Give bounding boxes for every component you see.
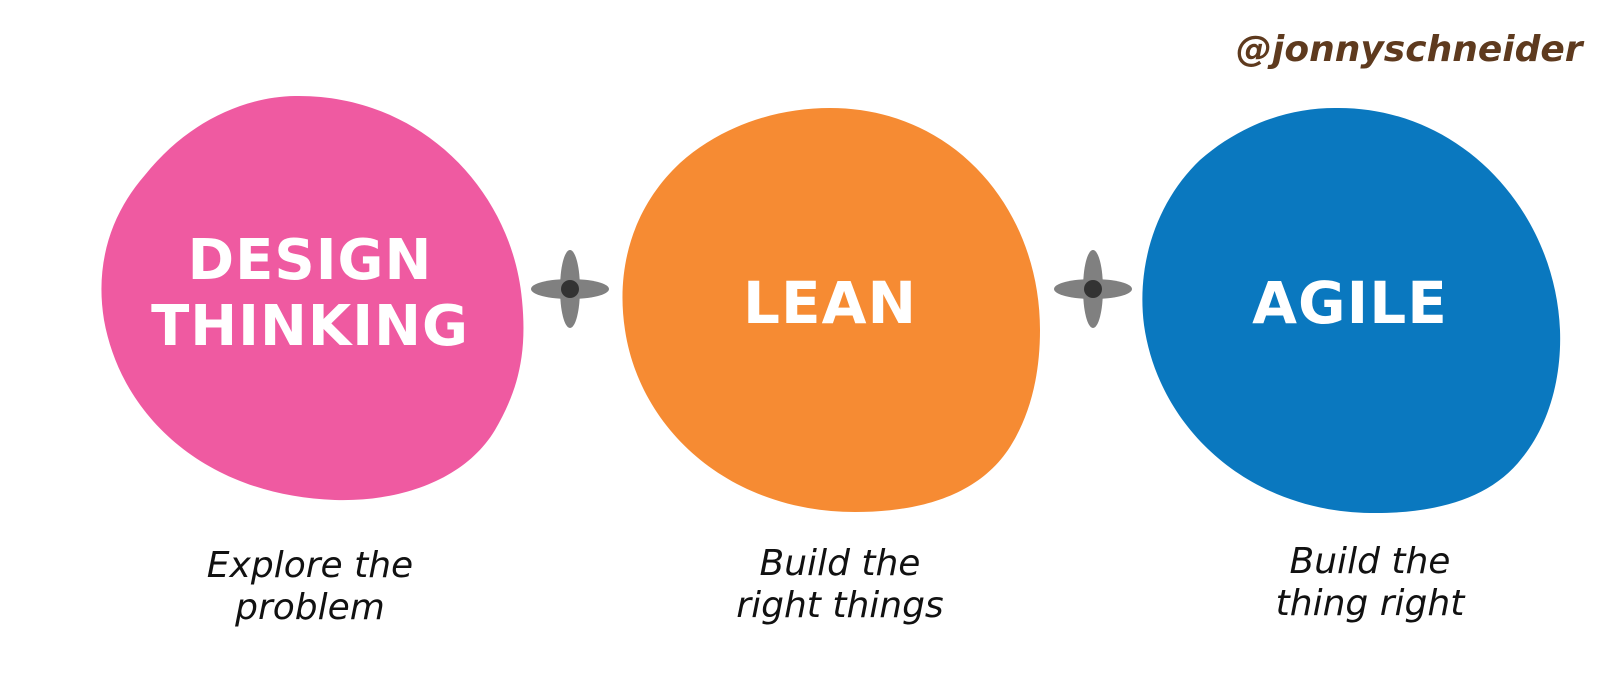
agile-caption-line-2: thing right: [1275, 583, 1465, 624]
lean-caption-line-2: right things: [736, 585, 944, 626]
design-thinking-caption-line-2: problem: [235, 587, 385, 628]
agile-title-line-1: AGILE: [1252, 269, 1448, 337]
agile-blob: [1142, 107, 1561, 514]
design-thinking-caption-line-1: Explore the: [206, 545, 414, 586]
design-thinking-title-line-2: THINKING: [151, 294, 469, 359]
lean-caption-line-1: Build the: [759, 543, 921, 584]
design-thinking-blob: [101, 95, 524, 501]
lean-title-line-1: LEAN: [742, 269, 917, 337]
lean-title: LEAN: [660, 268, 1000, 338]
agile-caption-line-1: Build the: [1289, 541, 1451, 582]
design-thinking-title-line-1: DESIGN: [187, 228, 433, 293]
author-handle: @jonnyschneider: [1236, 29, 1583, 70]
lean-caption: Build the right things: [665, 543, 1015, 627]
design-thinking-title: DESIGN THINKING: [130, 228, 490, 360]
plus-connector-icon: [531, 250, 609, 328]
lean-blob: [622, 108, 1040, 512]
agile-title: AGILE: [1180, 268, 1520, 338]
plus-connector-icon: [1054, 250, 1132, 328]
design-thinking-caption: Explore the problem: [150, 545, 470, 629]
agile-caption: Build the thing right: [1195, 541, 1545, 625]
